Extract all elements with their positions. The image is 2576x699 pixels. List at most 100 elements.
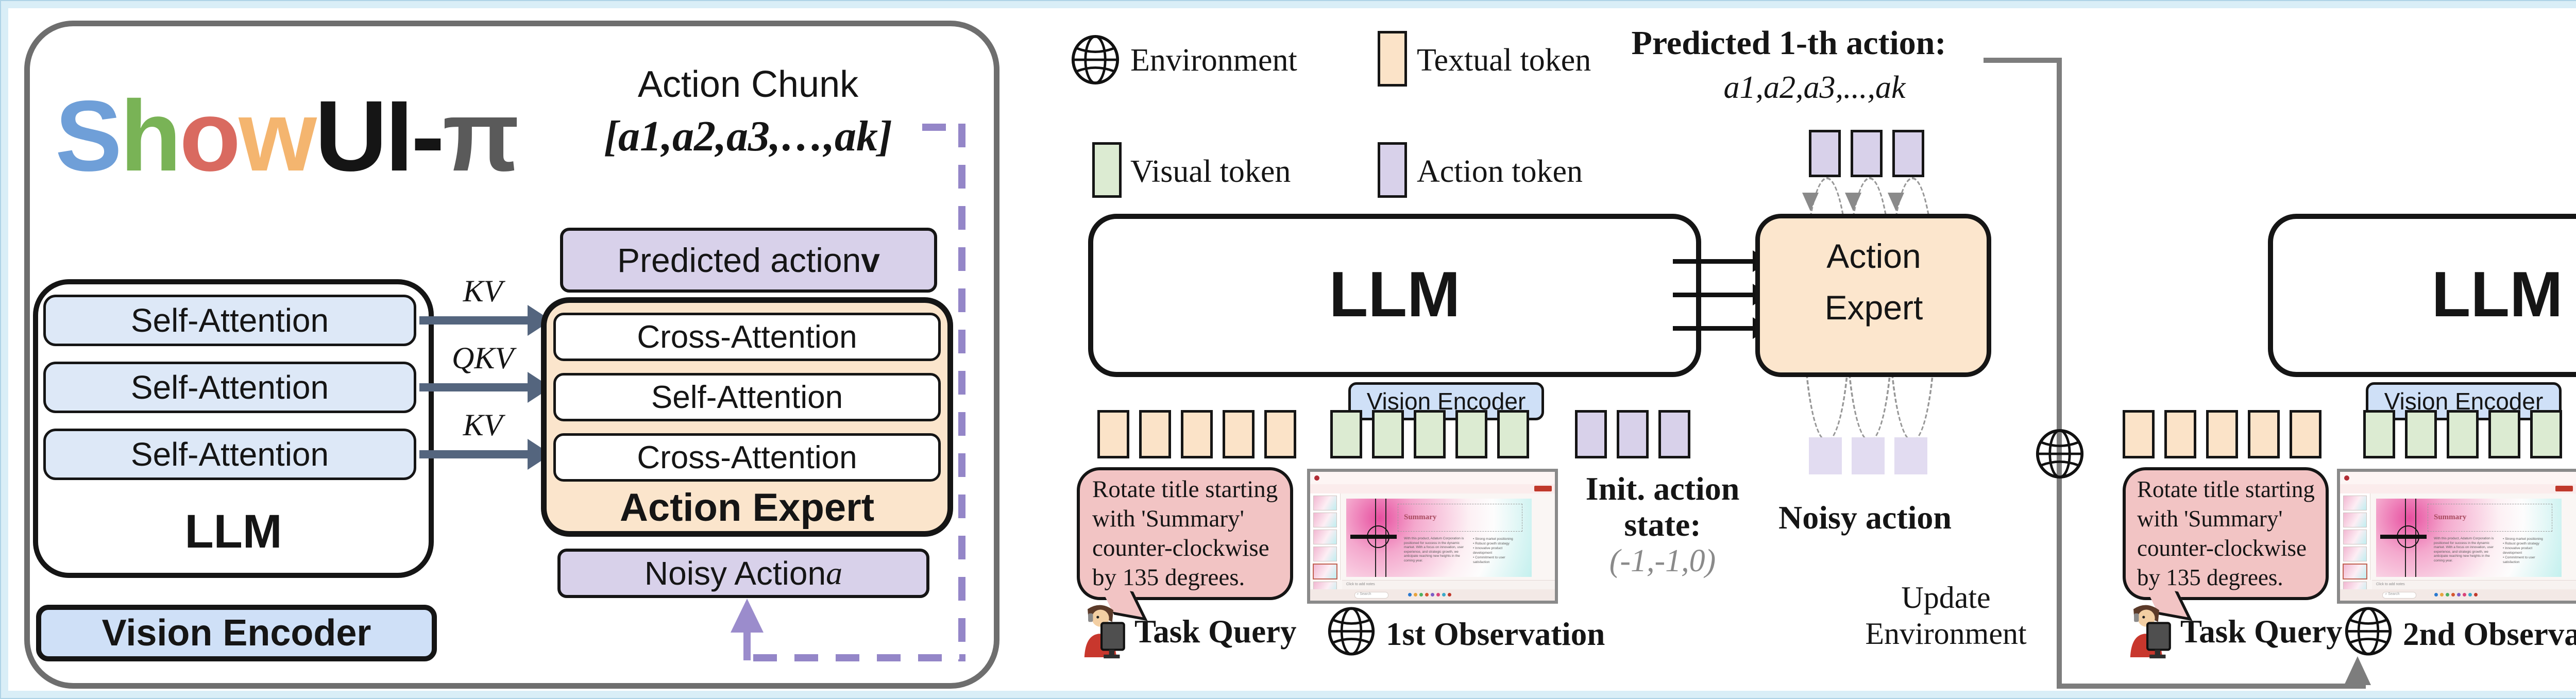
textual-token (2290, 410, 2321, 458)
visual-tokens-step1 (1330, 410, 1529, 458)
task-query-line: with 'Summary' (1092, 505, 1245, 532)
user-icon-step1 (1074, 600, 1127, 660)
legend-action: Action token (1417, 154, 1583, 189)
kv-label-3: KV (463, 407, 503, 442)
action-expert-label-step1-line2: Expert (1824, 288, 1923, 327)
noisy-tokens-step1 (1809, 437, 1927, 474)
textual-tokens-step1 (1097, 410, 1296, 458)
dashed-feedback-line-bottom (753, 654, 965, 661)
noisy-action-label-step1: Noisy action (1778, 499, 1952, 536)
taskbar-app-icons (1408, 593, 1451, 596)
observation-screenshot-step1: Summary With this product, Adatum Corpor… (1307, 469, 1558, 604)
observation-screenshot-step2: Summary With this product, Adatum Corpor… (2337, 469, 2576, 604)
visual-tokens-step2 (2363, 410, 2562, 458)
self-attention-row-1: Self-Attention (43, 295, 416, 346)
init-state-line1: Init. action (1585, 470, 1740, 507)
llm-to-ae-arrow-3 (1673, 326, 1761, 331)
self-attention-row-3: Self-Attention (43, 429, 416, 480)
user-icon-step2 (2120, 600, 2173, 660)
textual-token (2123, 410, 2155, 458)
ppt-app-icon (2344, 475, 2349, 481)
slide-thumbnail (1313, 530, 1337, 544)
noisy-action-label: Noisy Action (644, 555, 826, 592)
cross-attention-row-1: Cross-Attention (553, 313, 941, 361)
noisy-action-box: Noisy Action a (557, 549, 929, 598)
flow-arrowhead-3 (1888, 193, 1904, 211)
textual-token (1223, 410, 1255, 458)
ppt-slide-rail (1310, 493, 1341, 596)
kv-arrow-3 (419, 450, 529, 458)
dashed-feedback-line-top (922, 124, 964, 131)
legend-environment: Environment (1130, 43, 1297, 78)
visual-token (1497, 410, 1529, 458)
logo-letter: h (120, 80, 181, 192)
taskbar-app-icons (2434, 593, 2478, 596)
observation-label-step1: 1st Observation (1386, 616, 1605, 652)
task-query-text-step2: Rotate title starting with 'Summary' cou… (2137, 475, 2323, 592)
ppt-notes: Click to add notes (1342, 580, 1555, 589)
action-token (1575, 410, 1607, 458)
action-tokens-step1 (1575, 410, 1690, 458)
kv-arrow-1 (419, 316, 529, 325)
visual-token (2488, 410, 2520, 458)
textual-tokens-step2 (2123, 410, 2321, 458)
action-chunk-values: [a1,a2,a3,…,ak] (604, 112, 892, 160)
action-chunk-title: Action Chunk (637, 64, 859, 105)
logo-letter: UI- (315, 80, 445, 192)
task-query-line: counter-clockwise (1092, 535, 1269, 561)
init-state-line2: state: (1624, 506, 1701, 543)
textual-token (2164, 410, 2196, 458)
llm-to-ae-arrow-1 (1673, 259, 1761, 264)
llm-label-step2: LLM (2431, 259, 2563, 330)
ppt-share-button (1534, 486, 1552, 491)
ppt-titlebar (2340, 472, 2576, 485)
kv-label-2: QKV (452, 340, 514, 375)
logo-letter: S (55, 80, 122, 192)
visual-token (2363, 410, 2395, 458)
task-query-bubble-step1 (1077, 467, 1293, 600)
task-query-line: by 135 degrees. (2137, 565, 2283, 590)
noisy-token (1809, 437, 1842, 474)
task-query-line: Rotate title starting (1092, 476, 1278, 503)
task-query-line: counter-clockwise (2137, 535, 2307, 561)
slide-thumbnail (2343, 547, 2367, 561)
textual-token-swatch (1378, 31, 1407, 87)
slide-bullets: • Strong market positioning• Robust grow… (2503, 537, 2543, 564)
visual-token (1455, 410, 1487, 458)
slide-title: Summary (2434, 513, 2467, 521)
environment-icon (1071, 33, 1120, 87)
action-expert-label-step1-line1: Action (1826, 237, 1921, 275)
taskbar-search: ⌕ Search (2382, 592, 2417, 599)
vision-encoder-box-step2: Vision Encoder (2366, 382, 2562, 420)
textual-token (2206, 410, 2238, 458)
slide-thumbnail-selected (1313, 564, 1337, 579)
slide-thumbnail (2343, 530, 2367, 544)
predicted-1-values: a1,a2,a3,...,ak (1723, 70, 1906, 105)
visual-token (1330, 410, 1362, 458)
update-line-vertical (2057, 58, 2062, 689)
pred-token (1892, 130, 1924, 177)
observation-globe-step1 (1327, 607, 1376, 656)
taskbar-search: ⌕ Search (1354, 592, 1388, 599)
visual-token (2447, 410, 2479, 458)
slide-design-circle (1367, 525, 1389, 548)
ppt-notes: Click to add notes (2372, 580, 2576, 589)
textual-token (1181, 410, 1213, 458)
task-query-text-step1: Rotate title starting with 'Summary' cou… (1092, 475, 1288, 592)
task-query-line: by 135 degrees. (1092, 564, 1245, 591)
slide-title-selection (1398, 504, 1522, 532)
noisy-token (1852, 437, 1885, 474)
llm-box-step2 (2268, 214, 2576, 377)
logo-letter: o (179, 80, 241, 192)
textual-token (1264, 410, 1296, 458)
pred-token (1851, 130, 1883, 177)
visual-token (2530, 410, 2562, 458)
ppt-app-icon (1314, 475, 1319, 481)
visual-token-swatch (1092, 142, 1122, 198)
slide-design-circle (2397, 525, 2419, 548)
ppt-titlebar (1310, 472, 1555, 485)
slide-thumbnail (1313, 496, 1337, 510)
textual-token (1097, 410, 1129, 458)
llm-box-step1 (1088, 214, 1701, 377)
